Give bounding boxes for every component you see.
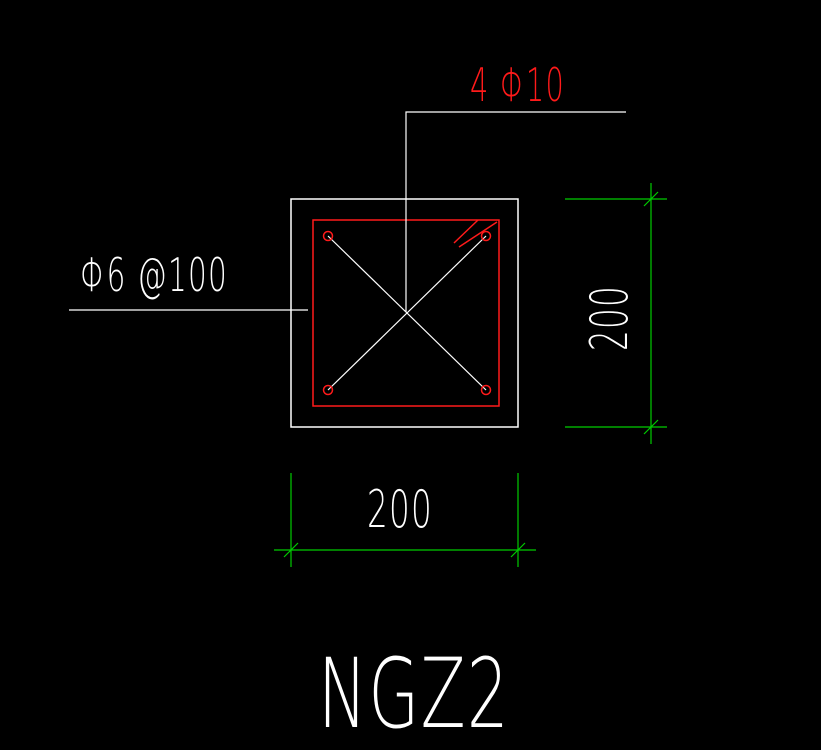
diagonal-line bbox=[327, 235, 487, 391]
column-outline bbox=[290, 198, 519, 428]
main-bar-label: 4 Φ10 bbox=[470, 58, 565, 112]
main-bar-leader-line bbox=[405, 111, 626, 312]
stirrup-hook-mark bbox=[453, 219, 479, 244]
height-dimension-text: 200 bbox=[580, 285, 640, 351]
rebar-circle bbox=[322, 230, 334, 242]
width-dimension-text: 200 bbox=[367, 480, 433, 540]
rebar-circle bbox=[480, 230, 492, 242]
width-dimension bbox=[274, 473, 536, 567]
drawing-title: NGZ2 bbox=[318, 638, 510, 750]
rebar-circle bbox=[322, 384, 334, 396]
rebar-circle bbox=[480, 384, 492, 396]
stirrup-label: Φ6 @100 bbox=[80, 248, 228, 302]
height-dimension bbox=[565, 183, 667, 444]
stirrup-hook-mark bbox=[458, 221, 498, 248]
